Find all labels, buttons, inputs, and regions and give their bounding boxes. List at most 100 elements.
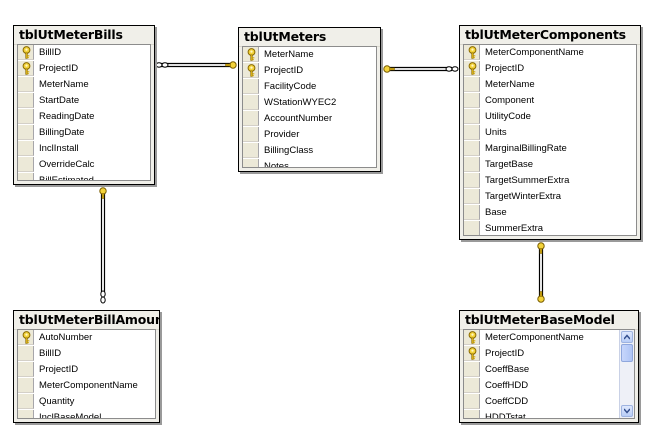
column-row[interactable]: Provider xyxy=(243,127,376,143)
row-selector[interactable] xyxy=(18,93,34,108)
row-selector[interactable] xyxy=(464,346,480,361)
scroll-down-button[interactable] xyxy=(621,405,633,417)
column-row[interactable]: StartDate xyxy=(18,93,150,109)
column-row[interactable]: ProjectID xyxy=(18,61,150,77)
column-row[interactable]: ProjectID xyxy=(18,362,155,378)
column-row[interactable]: TargetSummerExtra xyxy=(464,173,636,189)
column-row[interactable]: BillingDate xyxy=(18,125,150,141)
row-selector[interactable] xyxy=(464,141,480,156)
row-selector[interactable] xyxy=(464,157,480,172)
column-row[interactable]: OverrideCalc xyxy=(18,157,150,173)
row-selector[interactable] xyxy=(243,143,259,158)
row-selector[interactable] xyxy=(18,109,34,124)
table-title[interactable]: tblUtMeterBillAmounts xyxy=(14,311,159,330)
row-selector[interactable] xyxy=(18,410,34,418)
row-selector[interactable] xyxy=(18,173,34,180)
row-selector[interactable] xyxy=(464,221,480,235)
row-selector[interactable] xyxy=(18,346,34,361)
row-selector[interactable] xyxy=(464,378,480,393)
row-selector[interactable] xyxy=(18,157,34,172)
column-row[interactable]: BillID xyxy=(18,346,155,362)
column-row[interactable]: MeterComponentName xyxy=(18,378,155,394)
column-row[interactable]: CoeffHDD xyxy=(464,378,620,394)
row-selector[interactable] xyxy=(464,77,480,92)
row-selector[interactable] xyxy=(464,125,480,140)
scroll-thumb[interactable] xyxy=(621,344,633,362)
row-selector[interactable] xyxy=(464,205,480,220)
column-row[interactable]: UtilityCode xyxy=(464,109,636,125)
table-title[interactable]: tblUtMeters xyxy=(239,28,380,47)
column-row[interactable]: SummerExtra xyxy=(464,221,636,235)
column-name: BillID xyxy=(39,348,62,359)
row-selector[interactable] xyxy=(464,189,480,204)
relationship-many-end-icon xyxy=(100,290,106,298)
row-selector[interactable] xyxy=(18,362,34,377)
table-title[interactable]: tblUtMeterBaseModel xyxy=(460,311,638,330)
column-row[interactable]: Units xyxy=(464,125,636,141)
row-selector[interactable] xyxy=(243,63,259,78)
column-row[interactable]: Component xyxy=(464,93,636,109)
row-selector[interactable] xyxy=(243,79,259,94)
row-selector[interactable] xyxy=(18,77,34,92)
column-row[interactable]: MarginalBillingRate xyxy=(464,141,636,157)
row-selector[interactable] xyxy=(464,61,480,76)
row-selector[interactable] xyxy=(464,109,480,124)
row-selector[interactable] xyxy=(18,141,34,156)
column-row[interactable]: HDDTstat xyxy=(464,410,620,418)
column-row[interactable]: TargetBase xyxy=(464,157,636,173)
row-selector[interactable] xyxy=(464,330,480,345)
vertical-scrollbar[interactable] xyxy=(619,330,634,418)
column-row[interactable]: MeterComponentName xyxy=(464,330,620,346)
row-selector[interactable] xyxy=(464,45,480,60)
column-row[interactable]: WStationWYEC2 xyxy=(243,95,376,111)
column-row[interactable]: TargetWinterExtra xyxy=(464,189,636,205)
column-row[interactable]: AutoNumber xyxy=(18,330,155,346)
column-row[interactable]: MeterComponentName xyxy=(464,45,636,61)
row-selector[interactable] xyxy=(243,159,259,167)
table-title[interactable]: tblUtMeterComponents xyxy=(460,26,640,45)
column-name: ProjectID xyxy=(264,65,304,76)
row-selector[interactable] xyxy=(464,362,480,377)
column-row[interactable]: ProjectID xyxy=(464,61,636,77)
row-selector[interactable] xyxy=(18,394,34,409)
column-row[interactable]: BillEstimated xyxy=(18,173,150,180)
column-row[interactable]: InclInstall xyxy=(18,141,150,157)
row-selector[interactable] xyxy=(243,127,259,142)
column-row[interactable]: BillID xyxy=(18,45,150,61)
column-row[interactable]: ProjectID xyxy=(243,63,376,79)
row-selector[interactable] xyxy=(464,410,480,418)
column-row[interactable]: MeterName xyxy=(464,77,636,93)
row-selector[interactable] xyxy=(18,125,34,140)
column-row[interactable]: Notes xyxy=(243,159,376,167)
column-row[interactable]: AccountNumber xyxy=(243,111,376,127)
column-row[interactable]: BillingClass xyxy=(243,143,376,159)
column-row[interactable]: Quantity xyxy=(18,394,155,410)
row-selector[interactable] xyxy=(243,47,259,62)
column-row[interactable]: ReadingDate xyxy=(18,109,150,125)
column-row[interactable]: ProjectID xyxy=(464,346,620,362)
row-selector[interactable] xyxy=(18,378,34,393)
row-selector[interactable] xyxy=(18,45,34,60)
row-selector[interactable] xyxy=(243,111,259,126)
row-selector[interactable] xyxy=(18,61,34,76)
column-row[interactable]: MeterName xyxy=(243,47,376,63)
column-row[interactable]: InclBaseModel xyxy=(18,410,155,418)
column-row[interactable]: Base xyxy=(464,205,636,221)
column-name: MeterComponentName xyxy=(485,47,584,58)
column-row[interactable]: CoeffCDD xyxy=(464,394,620,410)
table-amounts[interactable]: tblUtMeterBillAmountsAutoNumberBillID Pro… xyxy=(13,310,160,423)
row-selector[interactable] xyxy=(243,95,259,110)
row-selector[interactable] xyxy=(464,173,480,188)
column-row[interactable]: MeterName xyxy=(18,77,150,93)
column-row[interactable]: FacilityCode xyxy=(243,79,376,95)
row-selector[interactable] xyxy=(464,394,480,409)
column-row[interactable]: CoeffBase xyxy=(464,362,620,378)
scroll-up-button[interactable] xyxy=(621,331,633,343)
row-selector[interactable] xyxy=(464,93,480,108)
table-title[interactable]: tblUtMeterBills xyxy=(14,26,154,45)
row-selector[interactable] xyxy=(18,330,34,345)
